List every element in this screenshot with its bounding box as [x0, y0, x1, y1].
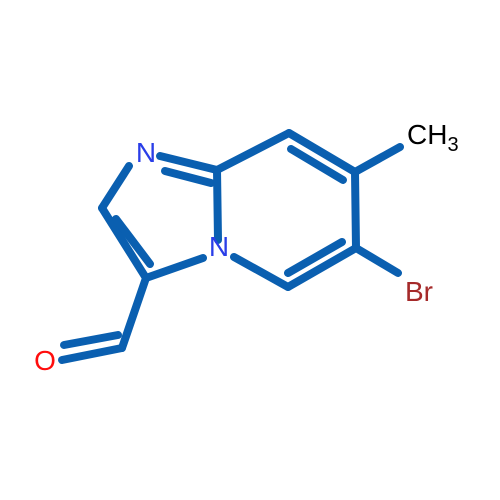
bond-c8a-c8 [213, 129, 293, 174]
atom-n-bridge: N [209, 231, 229, 262]
bond-c5-nbridge [230, 253, 292, 291]
bond-c8a-nbridge [213, 166, 222, 244]
bond-c6-c5-inner [284, 238, 346, 277]
atom-labels: N N O Br CH3 [34, 119, 458, 376]
atom-methyl: CH3 [407, 119, 459, 156]
bond-c3-nbridge [142, 254, 207, 282]
bond-c8-c7-inner [287, 145, 347, 184]
bond-n-c8a [156, 152, 221, 174]
atom-n-imidazole: N [136, 137, 156, 168]
bond-c3-cho [118, 274, 150, 352]
bond-c7-c6 [351, 168, 360, 252]
bond-c2-c3 [98, 204, 150, 282]
bond-lines [58, 129, 404, 364]
bond-c6-c5 [284, 244, 360, 291]
bond-c8-c7 [285, 129, 359, 176]
atom-oxygen: O [34, 345, 56, 376]
bond-n-c2 [98, 162, 133, 212]
methyl-subscript: 3 [447, 134, 458, 156]
bond-c6-br [352, 244, 402, 277]
bond-c-o-1 [58, 344, 126, 364]
methyl-main: CH [407, 119, 447, 150]
bond-c2-c3-inner [112, 215, 154, 268]
atom-bromine: Br [405, 276, 433, 307]
bond-c-o-2 [60, 331, 122, 349]
bond-c7-methyl [351, 143, 404, 176]
bond-n-c8a-inner [161, 167, 215, 187]
